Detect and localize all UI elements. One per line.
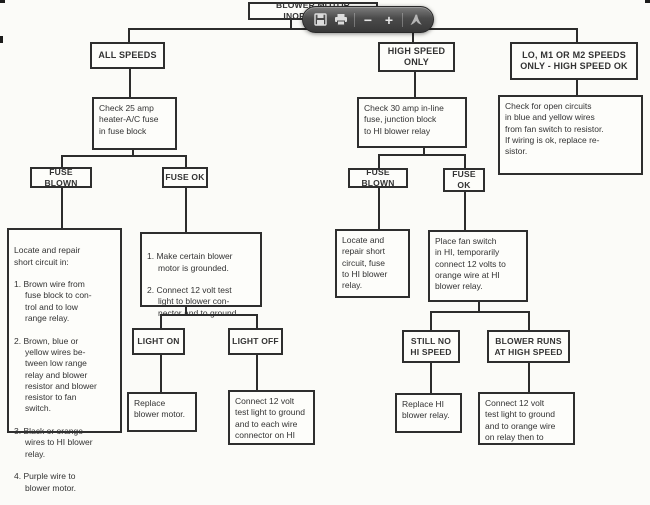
repair-list-item: 2. Brown, blue or yellow wires be- tween… [14,335,97,414]
connector-line [61,155,187,157]
connector-line [160,314,162,328]
connector-line [378,154,380,168]
connector-line [290,20,292,29]
test-step: 2. Connect 12 volt test light to blower … [147,285,239,318]
print-icon[interactable] [331,10,351,30]
connector-line [378,188,380,229]
repair-list-intro: Locate and repair short circuit in: [14,245,81,267]
node-check-25amp-fuse: Check 25 amp heater-A/C fuse in fuse blo… [92,97,177,150]
toolbar-divider [402,12,403,27]
connector-line [160,314,258,316]
connector-line [414,72,416,97]
node-light-on: LIGHT ON [132,328,185,355]
repair-list-item: 1. Brown wire from fuse block to con- tr… [14,279,92,324]
repair-list-item: 3. Black or orange wires to HI blower re… [14,426,93,459]
node-test-light-steps: 1. Make certain blower motor is grounded… [140,232,262,318]
connector-line [430,363,432,393]
connector-line [430,311,530,313]
node-fuse-ok-left: FUSE OK [162,167,208,188]
node-high-speed-only: HIGH SPEED ONLY [378,42,455,72]
connector-line [256,314,258,328]
node-fuse-blown-mid: FUSE BLOWN [348,167,408,188]
connector-line [132,150,134,157]
connector-line [61,155,63,167]
toolbar-divider [354,12,355,27]
connector-line [430,311,432,330]
node-light-off: LIGHT OFF [228,328,283,355]
scan-artifact [0,0,5,3]
plus-glyph: + [384,11,394,28]
connector-line [576,80,578,95]
zoom-out-icon[interactable]: − [358,10,378,30]
connector-line [185,155,187,167]
save-icon[interactable] [310,10,330,30]
connector-line [464,154,466,168]
node-repair-short-circuit-list: Locate and repair short circuit in: 1. B… [7,228,122,493]
node-fuse-blown-left: FUSE BLOWN [30,167,92,188]
node-check-30amp-fuse: Check 30 amp in-line fuse, junction bloc… [357,97,467,148]
node-replace-hi-blower-relay: Replace HI blower relay. [395,393,462,433]
connector-line [128,28,130,42]
node-place-fan-switch: Place fan switch in HI, temporarily conn… [428,230,528,302]
connector-line [185,188,187,232]
connector-line [185,307,187,316]
node-all-speeds: ALL SPEEDS [90,42,165,69]
connector-line [478,302,480,313]
connector-line [378,154,466,156]
scan-artifact [645,0,650,3]
acrobat-icon[interactable] [406,10,426,30]
node-blower-runs-high-speed: BLOWER RUNS AT HIGH SPEED [487,330,570,363]
connector-line [423,148,425,156]
zoom-in-icon[interactable]: + [379,10,399,30]
connector-line [576,28,578,42]
connector-line [528,311,530,330]
node-lo-m1-m2-speeds: LO, M1 OR M2 SPEEDS ONLY - HIGH SPEED OK [510,42,638,80]
node-connect-orange-wire: Connect 12 volt test light to ground and… [478,392,575,445]
node-check-open-circuits: Check for open circuits in blue and yell… [498,95,643,175]
connector-line [61,188,63,228]
test-step: 1. Make certain blower motor is grounded… [147,251,233,273]
node-still-no-hi-speed: STILL NO HI SPEED [402,330,460,363]
pdf-floating-toolbar: − + [302,6,434,33]
minus-glyph: − [363,11,373,28]
connector-line [412,28,414,42]
node-connect-each-wire: Connect 12 volt test light to ground and… [228,390,315,445]
node-repair-short-circuit-mid: Locate and repair short circuit, fuse to… [335,229,410,298]
connector-line [129,69,131,97]
connector-line [256,355,258,390]
node-fuse-ok-mid: FUSE OK [443,168,485,192]
scanned-flowchart-page: BLOWER MOTOR INOPERATIVE ALL SPEEDS HIGH… [0,0,650,493]
connector-line [528,363,530,392]
connector-line [464,192,466,230]
scan-artifact [0,36,3,43]
node-replace-blower-motor: Replace blower motor. [127,392,197,432]
repair-list-item: 4. Purple wire to blower motor. [14,471,77,493]
connector-line [160,355,162,392]
